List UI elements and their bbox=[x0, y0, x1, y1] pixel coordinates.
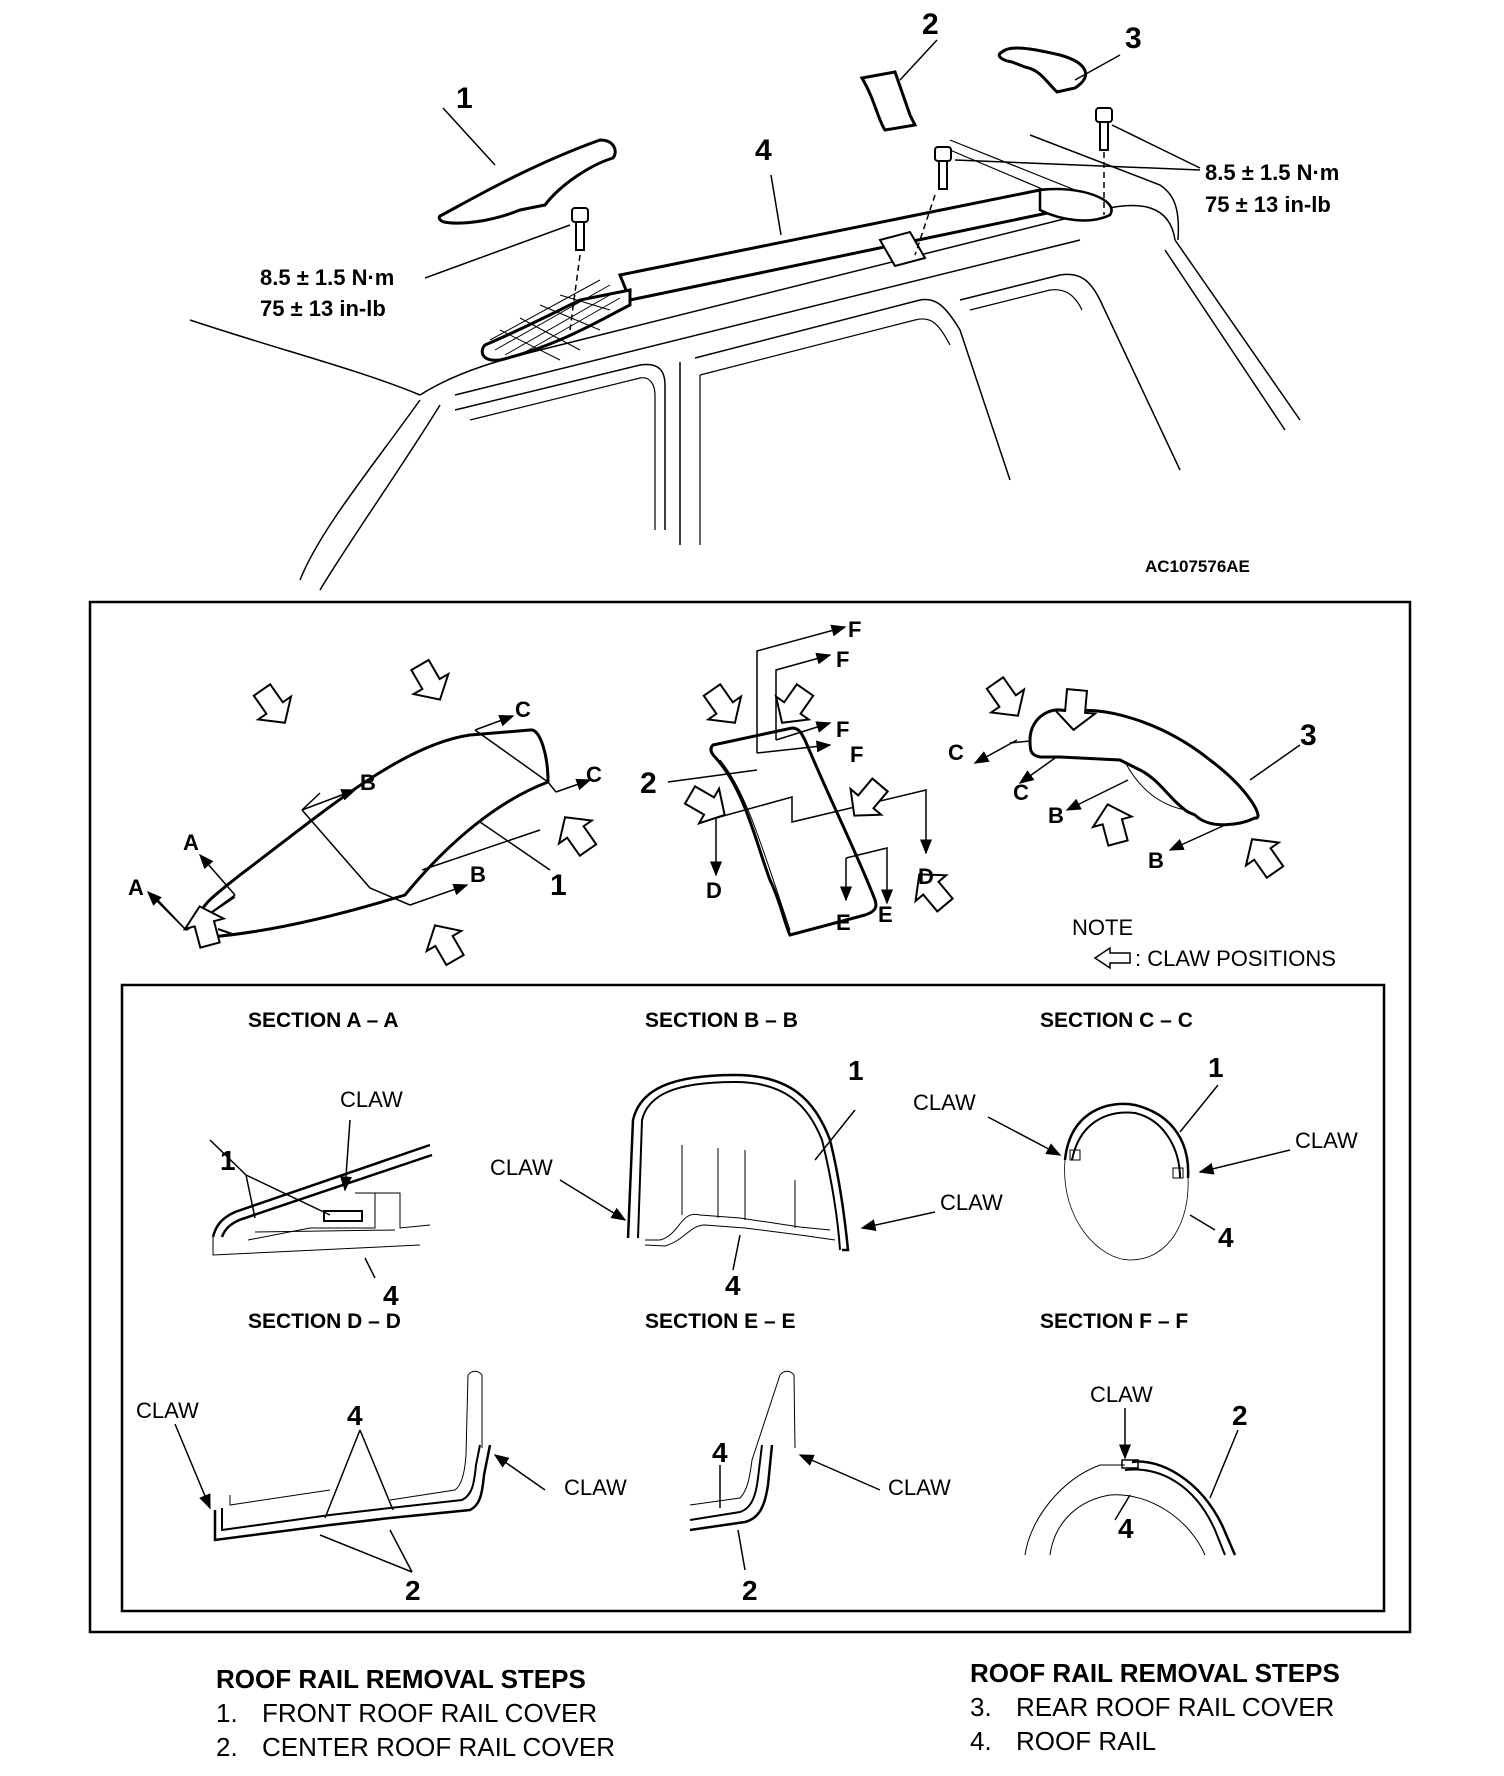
section-mark-e: E bbox=[836, 910, 851, 935]
section-bb-label-4: 4 bbox=[725, 1270, 741, 1301]
section-aa-label-4: 4 bbox=[383, 1280, 399, 1311]
section-ee-label-4: 4 bbox=[712, 1437, 728, 1468]
section-dd-label-4: 4 bbox=[347, 1400, 363, 1431]
torque-front-nm: 8.5 ± 1.5 N·m bbox=[260, 265, 394, 290]
section-mark-d: D bbox=[918, 864, 934, 889]
steps-heading: ROOF RAIL REMOVAL STEPS bbox=[970, 1658, 1340, 1688]
part4-leader bbox=[770, 174, 782, 236]
step-number: 1. bbox=[216, 1698, 238, 1728]
callout-3-detail: 3 bbox=[1300, 719, 1317, 752]
section-mark-c: C bbox=[515, 697, 531, 722]
section-aa-drawing bbox=[209, 1119, 433, 1279]
claw-label: CLAW bbox=[564, 1475, 627, 1500]
step-item: 4. ROOF RAIL bbox=[970, 1724, 1340, 1758]
section-ee-title: SECTION E – E bbox=[645, 1310, 796, 1333]
bolt-icon bbox=[571, 107, 1113, 251]
section-mark-b: B bbox=[470, 862, 486, 887]
removal-steps-left: ROOF RAIL REMOVAL STEPS 1. FRONT ROOF RA… bbox=[216, 1662, 615, 1764]
callout-2-detail: 2 bbox=[640, 767, 657, 800]
torque-leaders bbox=[424, 124, 1201, 279]
front-cover-detail bbox=[146, 715, 592, 939]
step-label: ROOF RAIL bbox=[1016, 1726, 1157, 1756]
detail-frame bbox=[88, 600, 1412, 1634]
torque-rear-inlb: 75 ± 13 in-lb bbox=[1205, 192, 1331, 217]
section-dd-title: SECTION D – D bbox=[248, 1310, 401, 1333]
section-ee-drawing bbox=[689, 1370, 881, 1571]
section-ff-title: SECTION F – F bbox=[1040, 1310, 1188, 1333]
step-number: 2. bbox=[216, 1732, 238, 1762]
section-cc-label-1: 1 bbox=[1208, 1052, 1224, 1083]
section-ff-drawing bbox=[1024, 1408, 1239, 1556]
section-dd-drawing bbox=[174, 1370, 546, 1573]
vehicle-overview bbox=[189, 134, 1301, 591]
callout-2: 2 bbox=[922, 8, 939, 41]
claw-position-arrow bbox=[179, 654, 606, 971]
step-number: 4. bbox=[970, 1726, 992, 1756]
section-mark-f: F bbox=[836, 717, 849, 742]
step-item: 1. FRONT ROOF RAIL COVER bbox=[216, 1696, 615, 1730]
steps-heading: ROOF RAIL REMOVAL STEPS bbox=[216, 1664, 586, 1694]
section-mark-e: E bbox=[878, 902, 893, 927]
claw-label: CLAW bbox=[1090, 1382, 1153, 1407]
center-roof-rail-cover-overview bbox=[859, 39, 938, 132]
section-mark-f: F bbox=[848, 617, 861, 642]
bolt-guide-lines bbox=[569, 152, 1105, 331]
step-label: REAR ROOF RAIL COVER bbox=[1016, 1692, 1335, 1722]
note-text: : CLAW POSITIONS bbox=[1135, 946, 1336, 971]
torque-front-inlb: 75 ± 13 in-lb bbox=[260, 296, 386, 321]
front-roof-rail-cover-overview bbox=[437, 107, 617, 225]
section-ee-label-2: 2 bbox=[742, 1575, 758, 1606]
part1-leader bbox=[479, 821, 551, 871]
section-aa-title: SECTION A – A bbox=[248, 1009, 399, 1032]
section-mark-d: D bbox=[706, 878, 722, 903]
callout-1: 1 bbox=[456, 82, 473, 115]
section-mark-c: C bbox=[948, 740, 964, 765]
section-cc-label-4: 4 bbox=[1218, 1222, 1234, 1253]
center-cover-detail bbox=[667, 624, 932, 937]
roof-rail-part bbox=[480, 187, 1113, 362]
step-label: CENTER ROOF RAIL COVER bbox=[262, 1732, 615, 1762]
sections-frame bbox=[120, 983, 1386, 1613]
section-cc-drawing bbox=[987, 1084, 1291, 1261]
claw-label: CLAW bbox=[340, 1087, 403, 1112]
note-title: NOTE bbox=[1072, 915, 1133, 940]
figure-id: AC107576AE bbox=[1145, 557, 1250, 576]
callout-4: 4 bbox=[755, 134, 772, 167]
claw-label: CLAW bbox=[490, 1155, 553, 1180]
removal-steps-right: ROOF RAIL REMOVAL STEPS 3. REAR ROOF RAI… bbox=[970, 1656, 1340, 1758]
claw-legend-icon bbox=[1093, 946, 1131, 970]
section-aa-label-1: 1 bbox=[220, 1145, 236, 1176]
torque-rear-nm: 8.5 ± 1.5 N·m bbox=[1205, 160, 1339, 185]
section-bb-title: SECTION B – B bbox=[645, 1009, 798, 1032]
claw-label: CLAW bbox=[940, 1190, 1003, 1215]
section-mark-f: F bbox=[850, 742, 863, 767]
section-bb-label-1: 1 bbox=[848, 1055, 864, 1086]
step-item: 3. REAR ROOF RAIL COVER bbox=[970, 1690, 1340, 1724]
rear-roof-rail-cover-overview bbox=[997, 46, 1121, 94]
section-mark-c: C bbox=[586, 762, 602, 787]
section-mark-a: A bbox=[183, 830, 199, 855]
claw-label: CLAW bbox=[136, 1398, 199, 1423]
step-number: 3. bbox=[970, 1692, 992, 1722]
claw-label: CLAW bbox=[888, 1475, 951, 1500]
step-item: 2. CENTER ROOF RAIL COVER bbox=[216, 1730, 615, 1764]
section-ff-label-4: 4 bbox=[1118, 1513, 1134, 1544]
section-cc-title: SECTION C – C bbox=[1040, 1009, 1193, 1032]
section-mark-a: A bbox=[128, 875, 144, 900]
section-mark-b: B bbox=[1148, 848, 1164, 873]
callout-1-detail: 1 bbox=[550, 869, 567, 902]
section-ff-label-2: 2 bbox=[1232, 1400, 1248, 1431]
claw-label: CLAW bbox=[913, 1090, 976, 1115]
claw-label: CLAW bbox=[1295, 1128, 1358, 1153]
section-bb-drawing bbox=[559, 1073, 936, 1271]
section-mark-b: B bbox=[1048, 803, 1064, 828]
step-label: FRONT ROOF RAIL COVER bbox=[262, 1698, 598, 1728]
callout-3: 3 bbox=[1125, 22, 1142, 55]
section-dd-label-2: 2 bbox=[405, 1575, 421, 1606]
section-mark-c: C bbox=[1013, 780, 1029, 805]
section-mark-b: B bbox=[360, 770, 376, 795]
section-mark-f: F bbox=[836, 647, 849, 672]
